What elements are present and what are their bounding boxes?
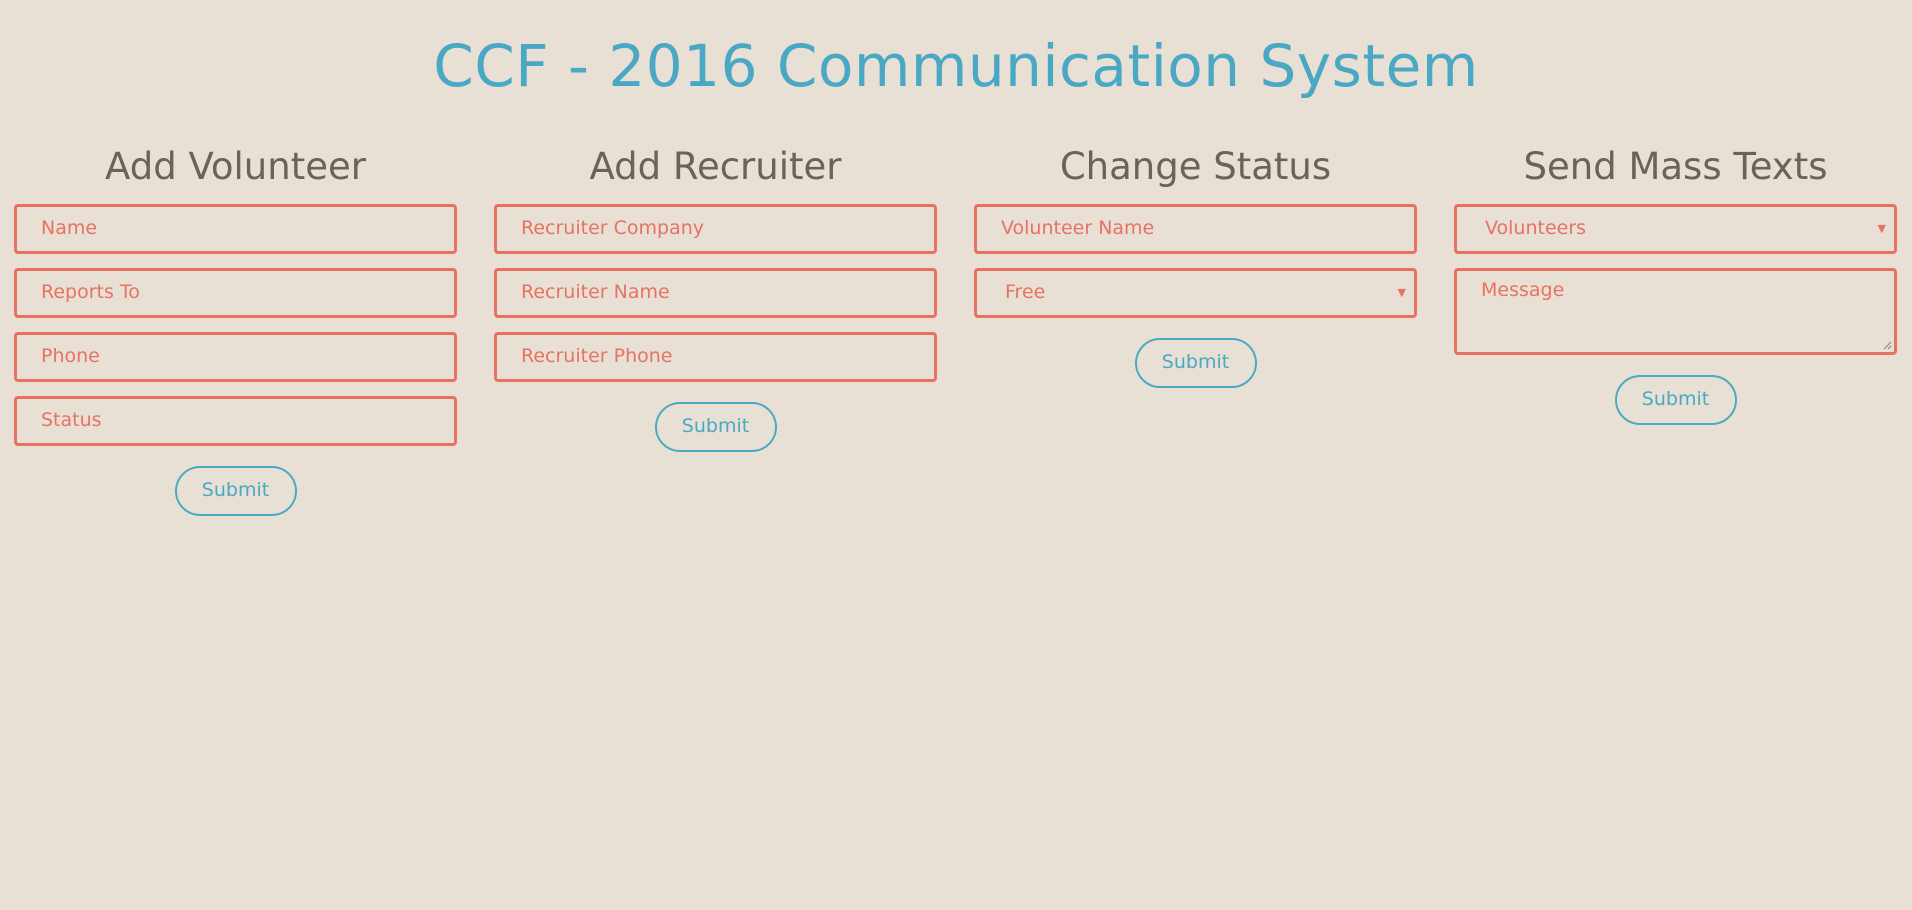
recipient-select-value: Volunteers (1485, 217, 1587, 239)
add-recruiter-submit-row: Submit (494, 402, 937, 452)
phone-placeholder: Phone (41, 345, 100, 367)
recruiter-company-placeholder: Recruiter Company (521, 217, 704, 239)
volunteer-name-lookup-input[interactable]: Volunteer Name (974, 204, 1417, 254)
status-select[interactable]: Free ▼ (974, 268, 1417, 318)
change-status-form: Change Status Volunteer Name Free ▼ Subm… (974, 140, 1417, 388)
add-volunteer-form: Add Volunteer Name Reports To Phone Stat… (14, 140, 457, 516)
status-placeholder: Status (41, 409, 102, 431)
add-recruiter-submit-button[interactable]: Submit (654, 402, 777, 452)
chevron-down-icon: ▼ (1877, 222, 1886, 235)
status-select-value: Free (1005, 281, 1046, 303)
volunteer-name-placeholder: Name (41, 217, 98, 239)
message-placeholder: Message (1481, 279, 1565, 301)
recipient-select[interactable]: Volunteers ▼ (1454, 204, 1897, 254)
resize-grip-icon[interactable] (1882, 340, 1892, 350)
reports-to-input[interactable]: Reports To (14, 268, 457, 318)
send-mass-texts-form: Send Mass Texts Volunteers ▼ Message Sub… (1454, 140, 1897, 425)
add-volunteer-submit-button[interactable]: Submit (174, 466, 297, 516)
change-status-submit-row: Submit (974, 338, 1417, 388)
send-mass-texts-submit-button[interactable]: Submit (1614, 375, 1737, 425)
send-mass-texts-heading: Send Mass Texts (1523, 145, 1828, 188)
add-volunteer-heading: Add Volunteer (105, 145, 366, 188)
recruiter-phone-placeholder: Recruiter Phone (521, 345, 673, 367)
volunteer-name-input[interactable]: Name (14, 204, 457, 254)
add-recruiter-form: Add Recruiter Recruiter Company Recruite… (494, 140, 937, 452)
recruiter-company-input[interactable]: Recruiter Company (494, 204, 937, 254)
recruiter-phone-input[interactable]: Recruiter Phone (494, 332, 937, 382)
volunteer-name-lookup-placeholder: Volunteer Name (1001, 217, 1155, 239)
send-mass-texts-submit-row: Submit (1454, 375, 1897, 425)
change-status-heading: Change Status (1059, 145, 1332, 188)
add-recruiter-heading: Add Recruiter (589, 145, 842, 188)
message-textarea[interactable]: Message (1454, 268, 1897, 355)
change-status-submit-button[interactable]: Submit (1134, 338, 1257, 388)
page-title: CCF - 2016 Communication System (433, 32, 1479, 100)
add-volunteer-submit-row: Submit (14, 466, 457, 516)
status-input[interactable]: Status (14, 396, 457, 446)
recruiter-name-placeholder: Recruiter Name (521, 281, 670, 303)
reports-to-placeholder: Reports To (41, 281, 140, 303)
chevron-down-icon: ▼ (1397, 286, 1406, 299)
recruiter-name-input[interactable]: Recruiter Name (494, 268, 937, 318)
phone-input[interactable]: Phone (14, 332, 457, 382)
